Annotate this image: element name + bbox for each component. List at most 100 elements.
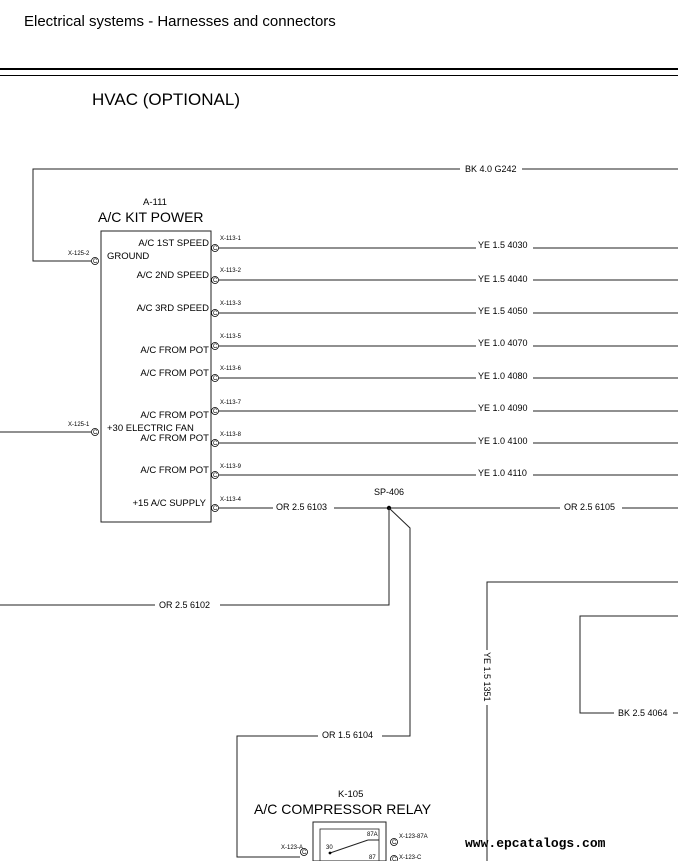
pin-row: A/C FROM POT X-113-8 C YE 1.0 4100 xyxy=(140,432,678,447)
pin-c-glyph: C xyxy=(302,850,307,856)
wire-label: YE 1.5 4030 xyxy=(478,240,528,250)
ground-wire: BK 4.0 G242 xyxy=(32,164,678,262)
connector-pin-icon xyxy=(91,428,99,436)
section-title: HVAC (OPTIONAL) xyxy=(92,90,240,109)
relay-terminal-30: 30 xyxy=(326,845,333,851)
relay-terminal-87a: 87A xyxy=(367,832,378,838)
header-rule-thin xyxy=(0,75,678,76)
pin-c-glyph: C xyxy=(93,430,98,436)
pin-rows: A/C 1ST SPEED X-113-1 C YE 1.5 4030 A/C … xyxy=(133,236,678,512)
connector-pin-icon xyxy=(211,439,219,447)
kit-box xyxy=(100,230,212,523)
pin-label: A/C FROM POT xyxy=(140,345,209,356)
pin-row: A/C 2ND SPEED X-113-2 C YE 1.5 4040 xyxy=(137,268,678,284)
left-connector-fan: X-125-1 C +30 ELECTRIC FAN xyxy=(0,422,194,436)
wire-label-bk-right: BK 2.5 4064 xyxy=(618,708,668,718)
pin-row: A/C 3RD SPEED X-113-3 C YE 1.5 4050 xyxy=(137,301,678,317)
wire-label: YE 1.5 4050 xyxy=(478,306,528,316)
pin-c-glyph: C xyxy=(213,344,218,350)
wire-label: YE 1.0 4110 xyxy=(478,468,527,478)
pin-c-glyph: C xyxy=(213,278,218,284)
left-connector-label: GROUND xyxy=(107,251,149,262)
pin-row: A/C FROM POT X-113-9 C YE 1.0 4110 xyxy=(140,464,678,479)
relay-feed-wire-a xyxy=(382,507,411,737)
pin-label: A/C FROM POT xyxy=(140,410,209,421)
kit-ref: A-111 xyxy=(143,197,167,208)
relay-name: A/C COMPRESSOR RELAY xyxy=(254,801,432,817)
connector-pin-icon xyxy=(211,374,219,382)
pin-label: A/C FROM POT xyxy=(140,433,209,444)
left-connector-ground: X-125-2 C GROUND xyxy=(68,251,149,265)
pin-label: A/C FROM POT xyxy=(140,368,209,379)
pin-id: X-113-7 xyxy=(220,400,242,406)
connector-pin-icon xyxy=(91,257,99,265)
splice-left-wire-a xyxy=(220,508,390,606)
pin-row: A/C 1ST SPEED X-113-1 C YE 1.5 4030 xyxy=(138,236,678,252)
wire-label-relay-feed: OR 1.5 6104 xyxy=(322,730,373,740)
pin-c-glyph: C xyxy=(392,840,397,846)
pin-id: X-113-1 xyxy=(220,236,242,242)
pin-label: +15 A/C SUPPLY xyxy=(133,498,207,509)
wire-label: YE 1.0 4100 xyxy=(478,436,528,446)
connector-pin-icon xyxy=(390,838,398,846)
wire-label: YE 1.0 4080 xyxy=(478,371,528,381)
vertical-wire-top xyxy=(486,581,678,650)
connector-pin-icon xyxy=(300,848,308,856)
pin-c-glyph: C xyxy=(213,376,218,382)
pin-label: A/C 3RD SPEED xyxy=(137,303,209,314)
connector-pin-icon xyxy=(211,244,219,252)
relay-inner-box xyxy=(319,828,380,861)
bk-wire-left xyxy=(579,615,678,714)
pin-label: A/C 2ND SPEED xyxy=(137,270,209,281)
pin-c-glyph: C xyxy=(93,259,98,265)
left-connector-label: +30 ELECTRIC FAN xyxy=(107,423,194,434)
kit-name: A/C KIT POWER xyxy=(98,209,204,225)
connector-pin-icon xyxy=(211,309,219,317)
wire-label: YE 1.0 4070 xyxy=(478,338,528,348)
page-header: Electrical systems - Harnesses and conne… xyxy=(0,0,678,76)
relay-box xyxy=(312,821,387,861)
pin-row: A/C FROM POT X-113-6 C YE 1.0 4080 xyxy=(140,366,678,382)
relay-switch-pivot xyxy=(328,851,332,855)
wire-label-vertical: YE 1.5 1351 xyxy=(482,652,492,702)
left-connector-id: X-125-1 xyxy=(68,422,90,428)
relay-terminal-87: 87 xyxy=(369,855,376,861)
connector-pin-icon xyxy=(211,471,219,479)
ground-wire-left xyxy=(32,168,460,262)
left-connector-id: X-125-2 xyxy=(68,251,90,257)
pin-c-glyph: C xyxy=(213,473,218,479)
relay-left-connector: X-123-A xyxy=(281,845,303,851)
pin-label: A/C FROM POT xyxy=(140,465,209,476)
wire-label-ground: BK 4.0 G242 xyxy=(465,164,517,174)
pin-row-supply: +15 A/C SUPPLY X-113-4 C OR 2.5 6103 xyxy=(133,497,560,512)
connector-pin-icon xyxy=(211,504,219,512)
relay-right-top-connector: X-123-87A xyxy=(399,834,428,840)
pin-c-glyph: C xyxy=(213,246,218,252)
pin-c-glyph: C xyxy=(213,409,218,415)
pin-id: X-113-6 xyxy=(220,366,242,372)
wire-label-splice-left: OR 2.5 6102 xyxy=(159,600,210,610)
pin-id: X-113-3 xyxy=(220,301,242,307)
page-title: Electrical systems - Harnesses and conne… xyxy=(24,13,336,30)
watermark: www.epcatalogs.com xyxy=(465,836,606,851)
wire-label-splice-out: OR 2.5 6105 xyxy=(564,502,615,512)
relay-ref: K-105 xyxy=(338,789,363,800)
pin-c-glyph: C xyxy=(213,441,218,447)
relay-feed-wire-b xyxy=(236,735,318,858)
connector-pin-icon xyxy=(211,276,219,284)
connector-pin-icon xyxy=(211,407,219,415)
pin-row: A/C FROM POT X-113-5 C YE 1.0 4070 xyxy=(140,334,678,356)
pin-c-glyph: C xyxy=(213,506,218,512)
relay-right-bottom-connector: X-123-C xyxy=(399,855,422,861)
pin-id: X-113-2 xyxy=(220,268,242,274)
pin-id: X-113-5 xyxy=(220,334,242,340)
splice-ref: SP-406 xyxy=(374,487,404,497)
header-rule xyxy=(0,68,678,70)
relay-switch-arm xyxy=(329,839,369,854)
pin-row: A/C FROM POT X-113-7 C YE 1.0 4090 xyxy=(140,400,678,421)
connector-pin-icon xyxy=(390,855,398,861)
pin-c-glyph: C xyxy=(213,311,218,317)
wire-label: YE 1.5 4040 xyxy=(478,274,528,284)
wire-label: YE 1.0 4090 xyxy=(478,403,528,413)
